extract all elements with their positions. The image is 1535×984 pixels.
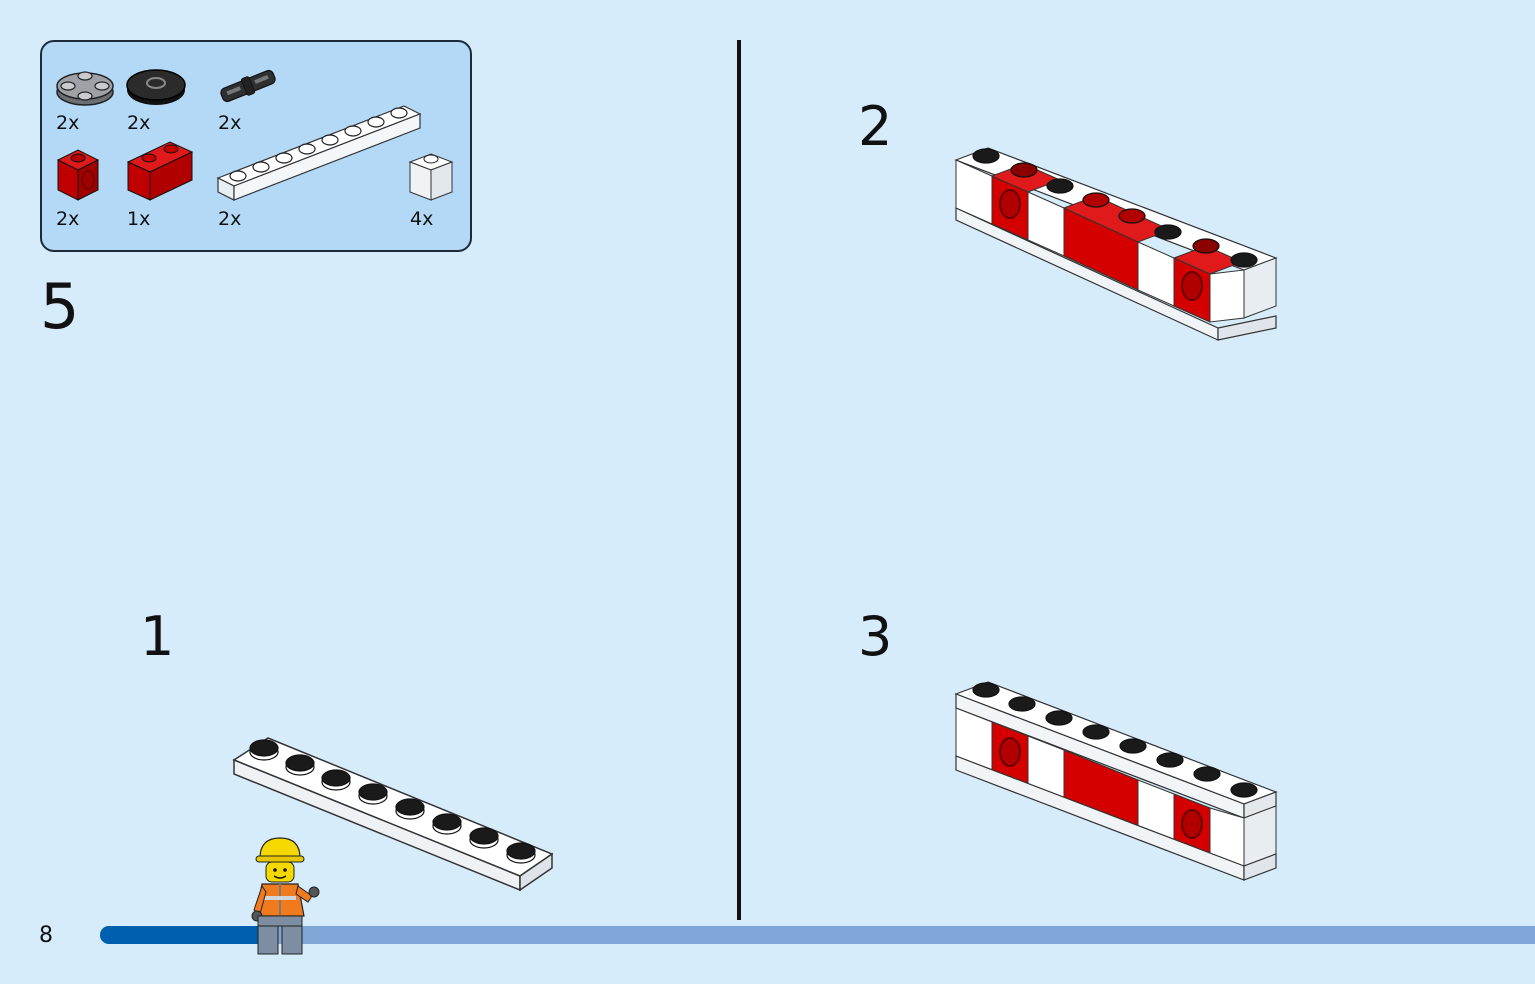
page-number: 8 bbox=[39, 923, 53, 948]
step-1-white-plate-illustration bbox=[232, 737, 554, 892]
build-progress-fill bbox=[100, 926, 274, 944]
sub-step-number-3: 3 bbox=[858, 605, 893, 668]
part-qty-technic-pin: 2x bbox=[218, 112, 242, 134]
part-qty-white-brick: 4x bbox=[410, 208, 434, 230]
page-divider bbox=[737, 40, 741, 920]
main-step-number: 5 bbox=[40, 270, 80, 343]
technic-pin-icon bbox=[220, 69, 276, 103]
red-technic-brick-icon bbox=[56, 149, 100, 201]
part-qty-red-technic-brick: 2x bbox=[56, 208, 80, 230]
part-qty-red-brick: 1x bbox=[127, 208, 151, 230]
build-progress-bar bbox=[100, 926, 1535, 944]
white-brick-1x1-icon bbox=[408, 153, 454, 201]
step-2-brick-row-illustration bbox=[954, 147, 1278, 341]
round-plate-with-studs-icon bbox=[56, 71, 114, 106]
part-qty-round-plate: 2x bbox=[56, 112, 80, 134]
sub-step-number-2: 2 bbox=[858, 95, 893, 158]
part-qty-white-plate: 2x bbox=[218, 208, 242, 230]
step-3-capped-wall-illustration bbox=[954, 681, 1278, 881]
sub-step-number-1: 1 bbox=[140, 605, 175, 668]
round-tile-icon bbox=[126, 69, 186, 105]
part-qty-round-tile: 2x bbox=[127, 112, 151, 134]
white-plate-1x8-icon bbox=[216, 105, 422, 201]
red-brick-1x2-icon bbox=[126, 141, 194, 201]
construction-worker-minifigure bbox=[251, 837, 320, 955]
